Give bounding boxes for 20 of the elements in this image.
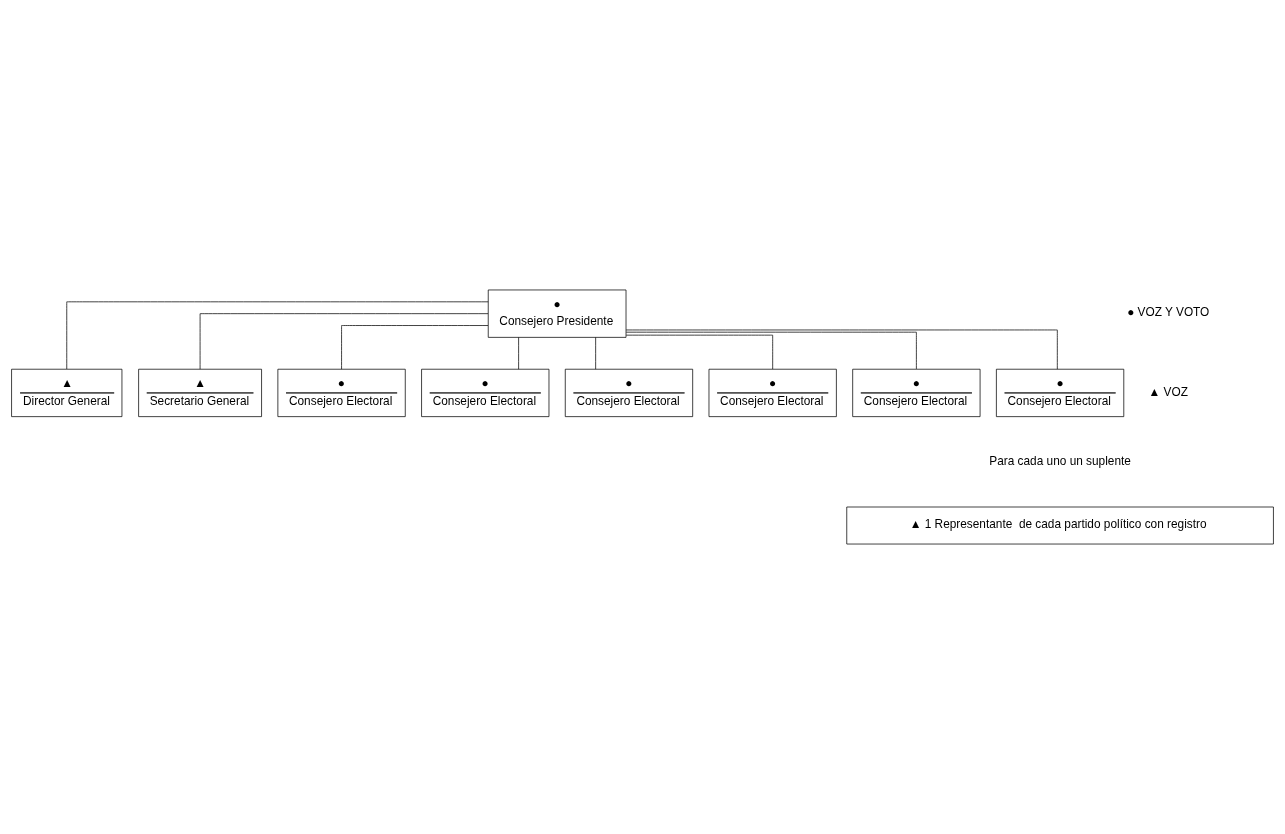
connector bbox=[625, 329, 1058, 370]
node-box: ● Consejero Electoral bbox=[277, 368, 406, 417]
connector bbox=[341, 325, 489, 370]
node-box: ● Consejero Presidente bbox=[487, 289, 627, 338]
connector bbox=[199, 313, 489, 370]
label: ● VOZ Y VOTO bbox=[1127, 305, 1210, 320]
connector bbox=[595, 337, 596, 370]
node-box: ▲ Director General bbox=[11, 368, 123, 417]
node-box: ▲ Secretario General bbox=[138, 368, 262, 417]
label: ▲ VOZ bbox=[1148, 384, 1188, 399]
node-box: ● Consejero Electoral bbox=[708, 368, 837, 417]
node-box: ● Consejero Electoral bbox=[996, 368, 1125, 417]
node-box: ▲ 1 Representante de cada partido político con registro bbox=[846, 506, 1274, 545]
connector bbox=[518, 337, 519, 370]
label: Para cada uno un suplente bbox=[989, 453, 1131, 468]
connector bbox=[625, 334, 774, 370]
node-box: ● Consejero Electoral bbox=[852, 368, 981, 417]
node-box: ● Consejero Electoral bbox=[564, 368, 694, 417]
node-box: ● Consejero Electoral bbox=[421, 368, 550, 417]
connector bbox=[625, 331, 917, 370]
